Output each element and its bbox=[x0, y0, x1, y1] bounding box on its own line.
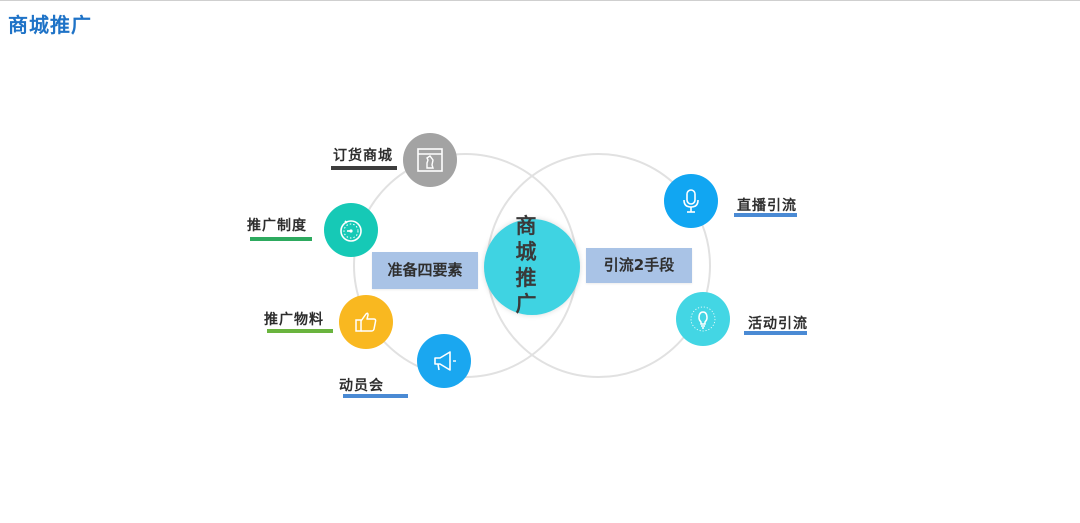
node-order-mall bbox=[403, 133, 457, 187]
node-promo-materials bbox=[339, 295, 393, 349]
node-mobilization bbox=[417, 334, 471, 388]
page-title: 商城推广 bbox=[8, 13, 92, 37]
label-promo-policy: 推广制度 bbox=[247, 218, 307, 234]
lightbulb-icon bbox=[690, 306, 716, 332]
stopwatch-icon bbox=[340, 220, 362, 242]
label-event: 活动引流 bbox=[748, 316, 808, 332]
underline-mobilization bbox=[343, 394, 408, 398]
underline-promo-materials bbox=[267, 329, 333, 333]
underline-live-stream bbox=[734, 213, 797, 217]
chess-knight-icon bbox=[417, 148, 443, 172]
node-event bbox=[676, 292, 730, 346]
label-live-stream: 直播引流 bbox=[737, 198, 797, 214]
label-promo-materials: 推广物料 bbox=[264, 312, 324, 328]
hub-label: 商城推广 bbox=[515, 214, 537, 316]
node-promo-policy bbox=[324, 203, 378, 257]
megaphone-icon bbox=[434, 351, 456, 371]
label-mobilization: 动员会 bbox=[339, 378, 384, 394]
underline-event bbox=[744, 331, 807, 335]
underline-promo-policy bbox=[250, 237, 312, 241]
left-band: 准备四要素 bbox=[372, 252, 478, 289]
thumbs-up-icon bbox=[355, 312, 377, 332]
microphone-icon bbox=[683, 189, 699, 213]
node-live-stream bbox=[664, 174, 718, 228]
underline-order-mall bbox=[331, 166, 397, 170]
right-band: 引流2手段 bbox=[586, 248, 692, 283]
label-order-mall: 订货商城 bbox=[333, 148, 393, 164]
hub-circle bbox=[484, 219, 580, 315]
